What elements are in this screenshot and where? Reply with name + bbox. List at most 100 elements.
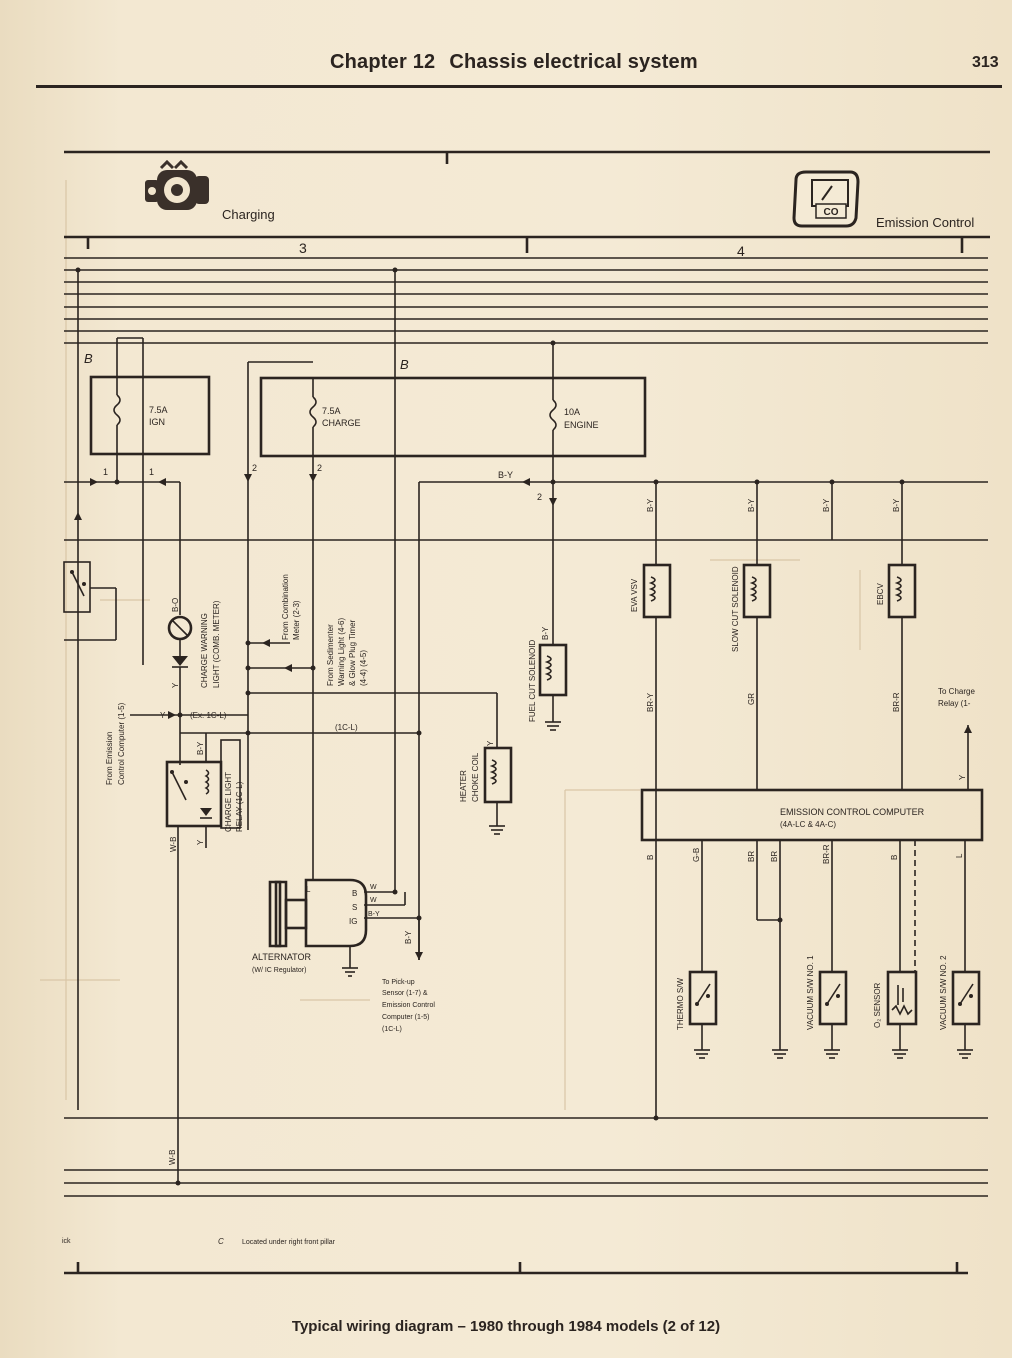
- wire-gr: GR: [747, 693, 756, 705]
- label-fuel-cut: FUEL CUT SOLENOID: [528, 640, 537, 722]
- wire-wb-bottom: W-B: [168, 1150, 177, 1165]
- wire-by-slow: B-Y: [747, 498, 756, 512]
- alt-terminal-l: L: [306, 885, 311, 894]
- label-thermo: THERMO S/W: [676, 978, 685, 1030]
- fuel-cut-solenoid: B-Y FUEL CUT SOLENOID: [528, 626, 568, 731]
- footnote-mark: C: [218, 1237, 224, 1246]
- label-from-sed-2: Warning Light (4-6): [337, 617, 346, 686]
- pin-2c: 2: [537, 492, 542, 502]
- charge-warning-light: B-O Y CHARGE WARNING LIGHT (COMB. METER): [167, 598, 221, 765]
- fuse-ign-name: IGN: [149, 417, 165, 427]
- label-from-emission: From Emission: [105, 732, 114, 785]
- label-pickup-2: Sensor (1-7) &: [382, 990, 428, 997]
- label-slow-cut: SLOW CUT SOLENOID: [731, 566, 740, 652]
- wire-y-light: Y: [171, 682, 180, 688]
- alt-wire-w1: W: [370, 884, 377, 891]
- alt-wire-w2: W: [370, 897, 377, 904]
- label-vacuum-2: VACUUM S/W NO. 2: [939, 955, 948, 1030]
- alternator-icon: [145, 159, 209, 210]
- figure-caption: Typical wiring diagram – 1980 through 19…: [291, 1318, 721, 1335]
- heater-choke-coil: Y HEATER CHOKE COIL: [459, 693, 513, 835]
- emission-control-computer: EMISSION CONTROL COMPUTER (4A-LC & 4A-C): [640, 788, 984, 842]
- section-charging: Charging: [222, 207, 275, 222]
- label-ebcv: EBCV: [876, 583, 885, 605]
- label-charge-warning: CHARGE WARNING: [200, 613, 209, 688]
- wire-y-right: Y: [958, 774, 967, 780]
- chapter-number: Chapter 12: [330, 51, 436, 73]
- label-pickup-3: Emission Control: [382, 1002, 435, 1009]
- alternator: L B S IG W W B-Y ALTERNATOR (W/ IC Regul…: [252, 878, 423, 977]
- chapter-title: Chassis electrical system: [449, 51, 698, 73]
- wire-by-relay: B-Y: [196, 741, 205, 755]
- wire-by-eva: B-Y: [646, 498, 655, 512]
- bus-label-b2: B: [400, 357, 409, 372]
- label-from-emission-2: Control Computer (1-5): [117, 702, 126, 785]
- label-vacuum-1: VACUUM S/W NO. 1: [806, 955, 815, 1030]
- wire-only-1cl: (1C-L): [335, 723, 358, 732]
- pin-1b: 1: [149, 467, 154, 477]
- ebcv: B-Y EBCV BR-R: [876, 479, 917, 790]
- label-pickup-5: (1C-L): [382, 1026, 402, 1033]
- footnote-text: Located under right front pillar: [242, 1239, 336, 1246]
- wire-bry: BR-Y: [646, 692, 655, 712]
- wire-wb-relay: W-B: [169, 837, 178, 852]
- alt-terminal-ig: IG: [349, 917, 357, 926]
- label-charge-relay-2: RELAY (1C-L): [235, 781, 244, 832]
- alt-terminal-b: B: [352, 889, 357, 898]
- eva-vsv: B-Y EVA VSV BR-Y: [630, 479, 672, 1118]
- pin-2b: 2: [317, 463, 322, 473]
- top-bus: [64, 150, 990, 344]
- label-from-sed: From Sedimenter: [326, 624, 335, 686]
- bottom-bus: W-B: [64, 1115, 988, 1275]
- co-meter-icon: CO: [792, 170, 860, 228]
- o2-sensor: B O₂ SENSOR: [873, 840, 918, 1059]
- wire-brr-2: BR-R: [822, 844, 831, 864]
- wire-y-relay: Y: [196, 839, 205, 845]
- column-3: 3: [299, 240, 307, 256]
- label-ecu: EMISSION CONTROL COMPUTER: [780, 807, 925, 817]
- wire-by-extra: B-Y: [822, 498, 831, 512]
- fuse-charge-engine: 7.5A CHARGE 10A ENGINE: [247, 361, 647, 482]
- slow-cut-solenoid: B-Y SLOW CUT SOLENOID GR: [731, 479, 772, 790]
- br-ground: BR BR: [747, 840, 788, 1059]
- bus-label-b1: B: [84, 351, 93, 366]
- wire-brr: BR-R: [892, 692, 901, 712]
- label-heater-2: CHOKE COIL: [471, 752, 480, 802]
- fuse-charge-name: CHARGE: [322, 418, 361, 428]
- wire-by-alt: B-Y: [404, 930, 413, 944]
- vacuum-switch-2: L VACUUM S/W NO. 2: [939, 840, 981, 1059]
- fuse-ign-rating: 7.5A: [149, 405, 168, 415]
- label-pickup-1: To Pick-up: [382, 979, 415, 986]
- label-to-charge: To Charge: [938, 687, 975, 696]
- header-rule: [36, 85, 1002, 88]
- pin-1a: 1: [103, 467, 108, 477]
- fuse-engine-rating: 10A: [564, 407, 580, 417]
- page-header: Chapter 12 Chassis electrical system: [330, 51, 698, 74]
- wire-by-fcs: B-Y: [541, 626, 550, 640]
- label-pickup-4: Computer (1-5): [382, 1014, 429, 1021]
- column-4: 4: [737, 243, 745, 259]
- pin-2a: 2: [252, 463, 257, 473]
- wire-ex-1cl: (Ex. 1C-L): [190, 711, 227, 720]
- fuse-ign: 7.5A IGN: [89, 375, 211, 482]
- label-from-comb-2: Meter (2-3): [292, 600, 301, 640]
- wire-by-ebcv: B-Y: [892, 498, 901, 512]
- label-alternator: ALTERNATOR: [252, 952, 312, 962]
- section-emission-control: Emission Control: [876, 215, 974, 230]
- fuse-engine-name: ENGINE: [564, 420, 599, 430]
- label-charge-relay: CHARGE LIGHT: [224, 772, 233, 832]
- left-switch: [63, 561, 117, 641]
- connector-row: [64, 474, 988, 960]
- label-charge-warning-2: LIGHT (COMB. METER): [212, 600, 221, 688]
- wire-br-1: BR: [747, 851, 756, 862]
- wire-bo: B-O: [171, 598, 180, 612]
- label-from-sed-3: & Glow Plug Timer: [348, 619, 357, 686]
- wire-by-main: B-Y: [498, 470, 513, 480]
- fuse-charge-rating: 7.5A: [322, 406, 341, 416]
- feeder-wires: [75, 267, 556, 1110]
- charge-light-relay: B-Y CHARGE LIGHT RELAY (1C-L) W-B Y: [165, 733, 244, 1185]
- wire-br-2: BR: [770, 851, 779, 862]
- label-heater: HEATER: [459, 770, 468, 802]
- wire-l-ecu: L: [955, 853, 964, 858]
